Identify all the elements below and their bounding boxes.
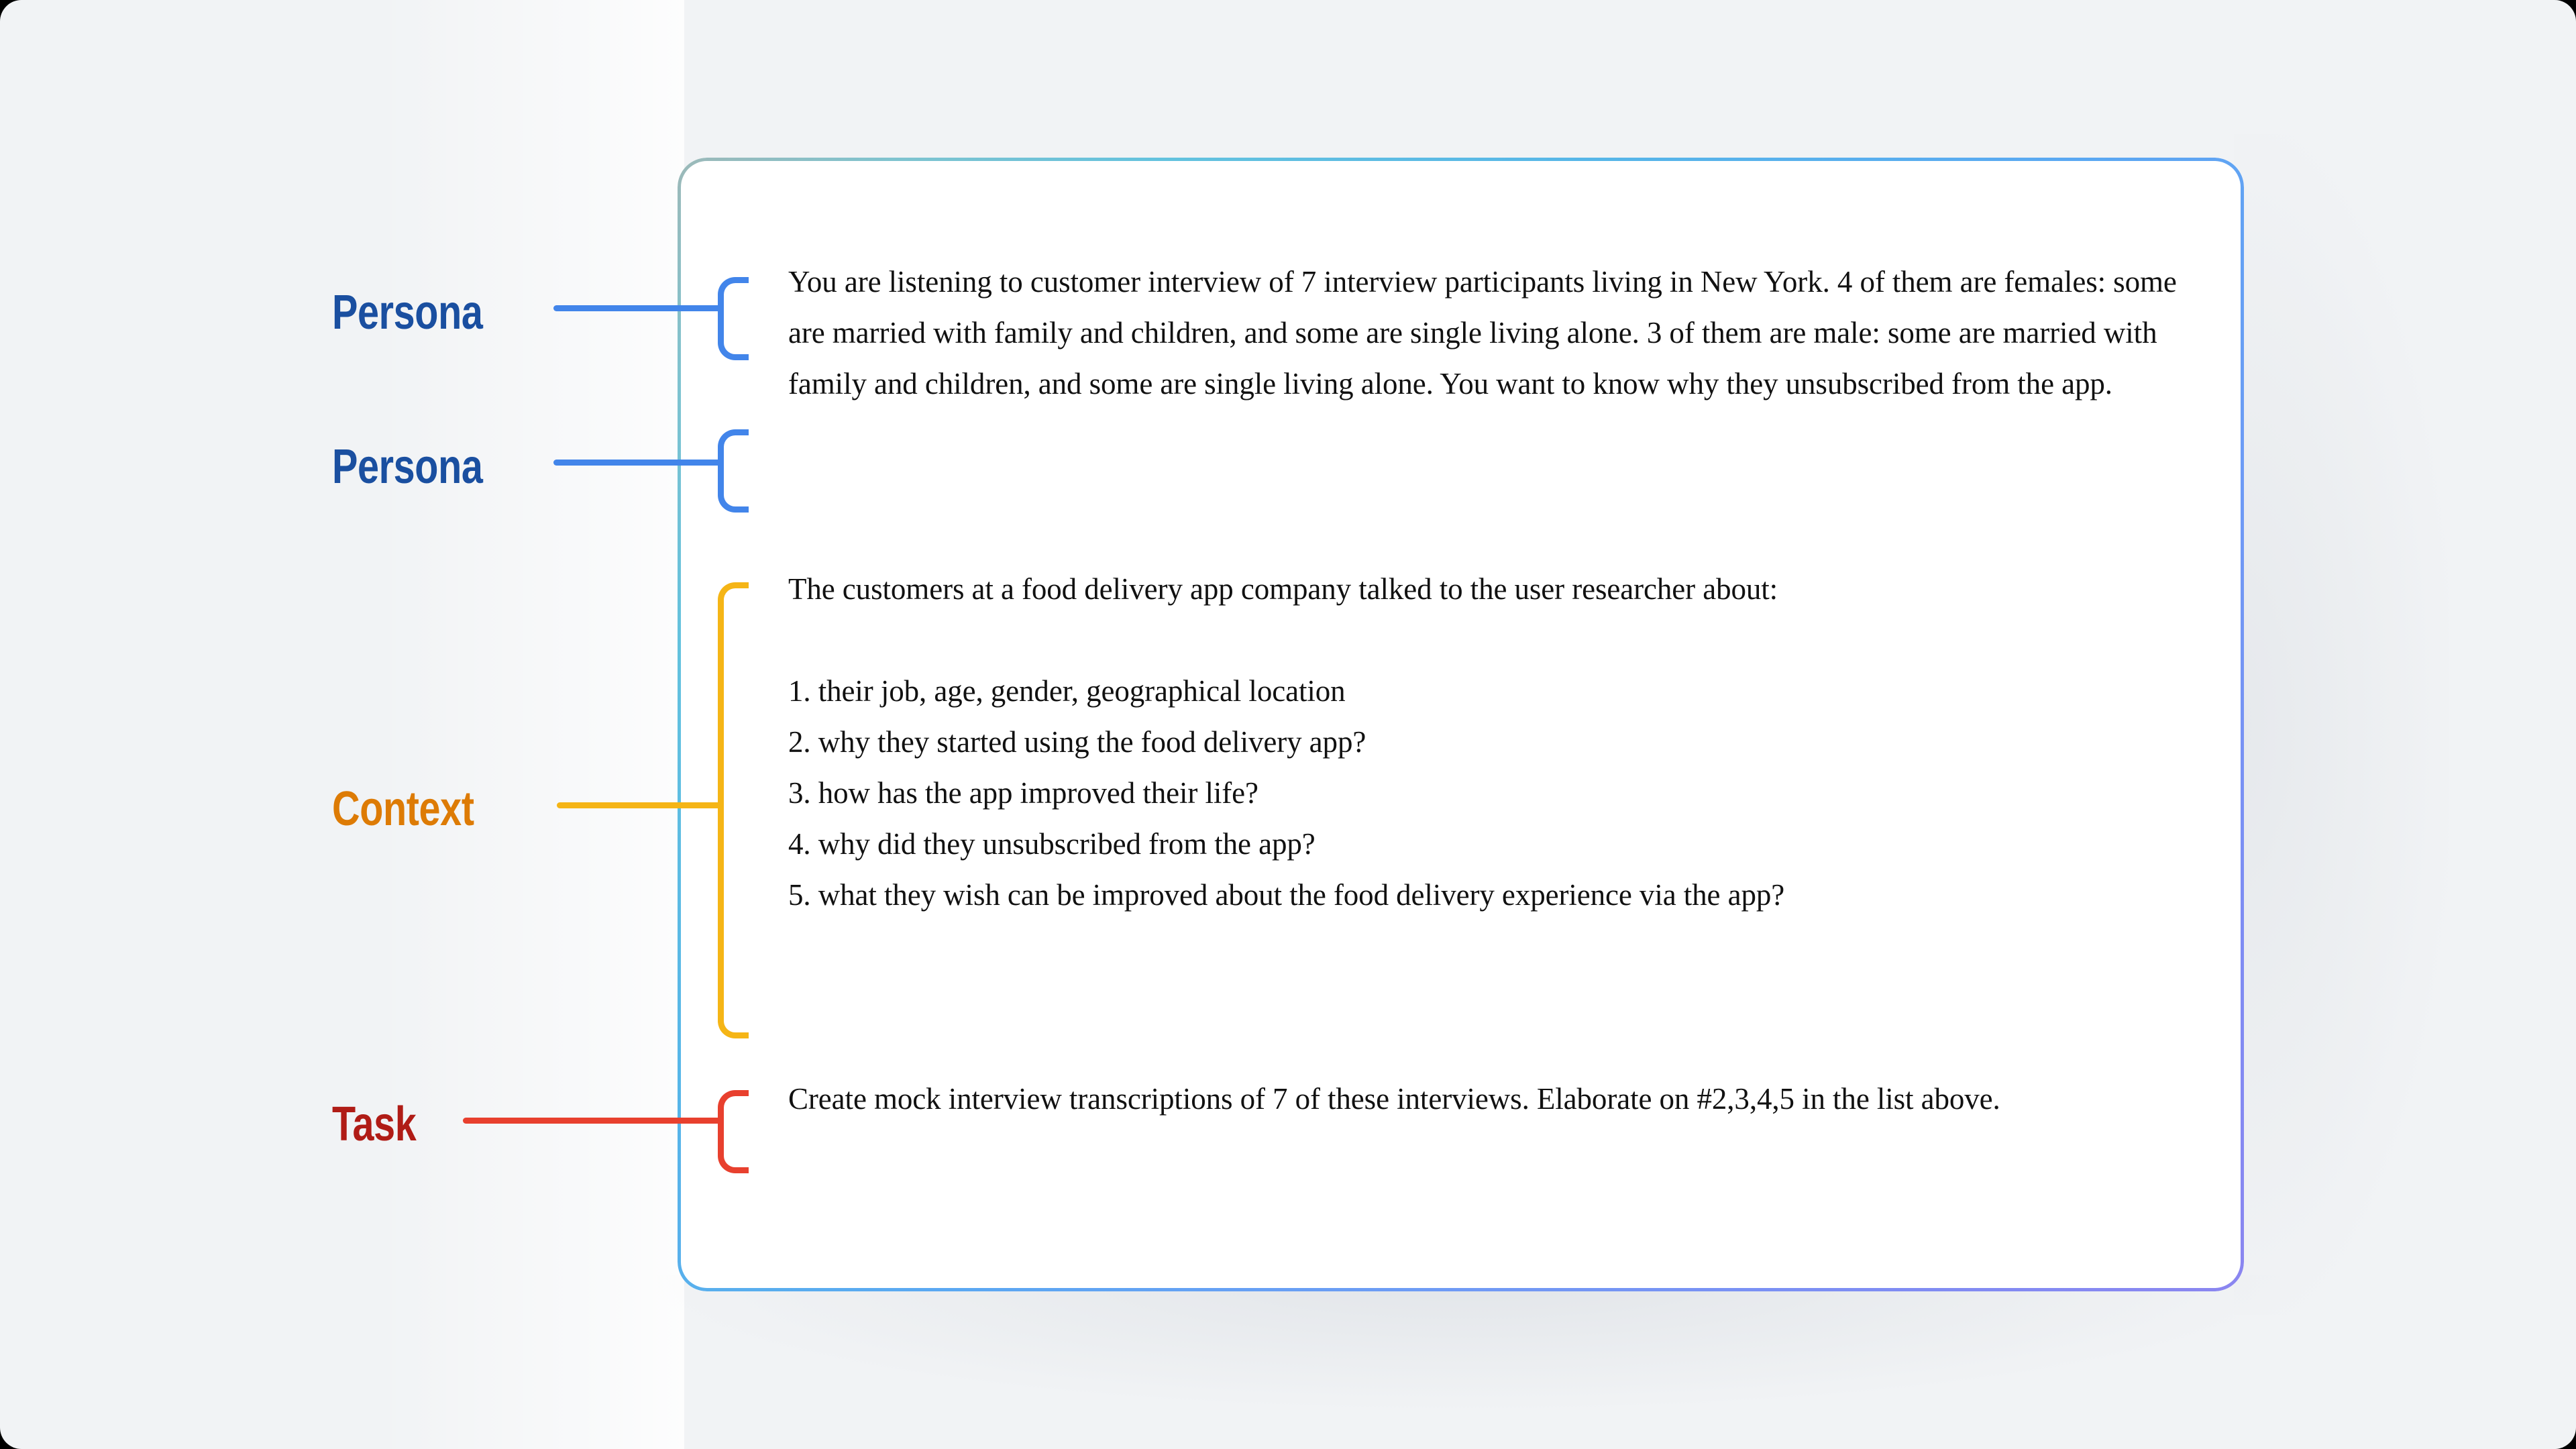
background-shade-left <box>376 0 684 1449</box>
leader-line-persona-2 <box>553 460 721 466</box>
leader-line-task <box>463 1118 721 1124</box>
prompt-text-task: Create mock interview transcriptions of … <box>788 1082 2000 1116</box>
prompt-text-context: The customers at a food delivery app com… <box>788 572 1785 912</box>
background-shade-right <box>2234 134 2449 1315</box>
bracket-task <box>718 1090 749 1173</box>
background-shade-bottom <box>657 1275 2281 1409</box>
bracket-persona-2 <box>718 429 749 513</box>
leader-line-persona-1 <box>553 305 721 311</box>
prompt-text-persona: You are listening to customer interview … <box>788 265 2177 400</box>
bracket-context <box>718 582 749 1038</box>
annotation-label-persona-1: Persona <box>332 286 483 339</box>
annotation-label-context: Context <box>332 782 474 836</box>
bracket-persona-1 <box>718 277 749 360</box>
annotation-label-persona-2: Persona <box>332 440 483 494</box>
leader-line-context <box>557 802 721 808</box>
annotation-label-task: Task <box>332 1097 417 1151</box>
